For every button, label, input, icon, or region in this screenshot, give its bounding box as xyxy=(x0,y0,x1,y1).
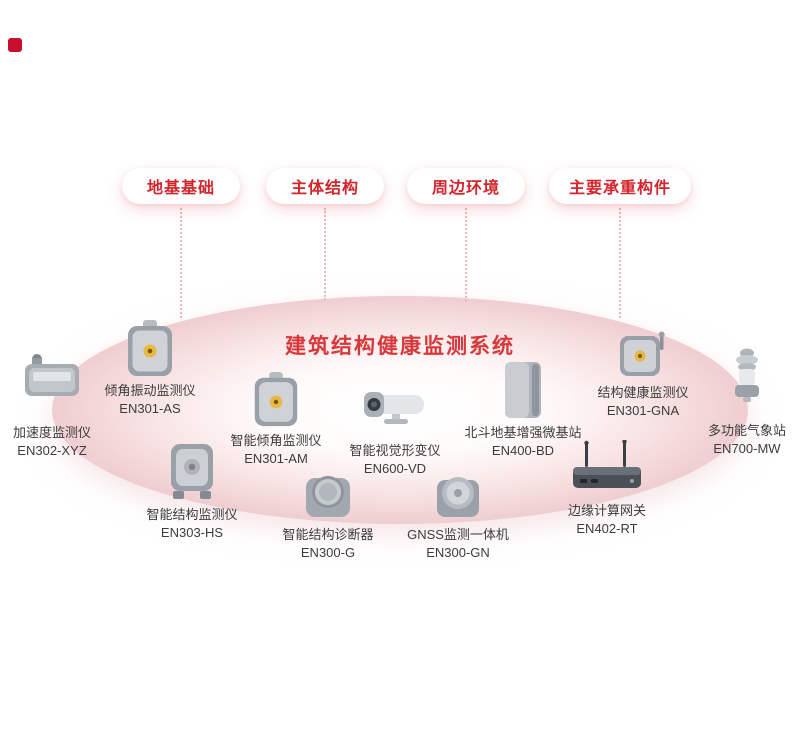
device-name: 倾角振动监测仪 xyxy=(104,383,196,398)
device-tilt-vibration-monitor: 倾角振动监测仪 EN301-AS xyxy=(94,320,206,418)
category-label: 主体结构 xyxy=(290,180,359,197)
device-model: EN301-AS xyxy=(119,401,181,416)
accelerometer-device-icon xyxy=(23,352,81,398)
tilt-vibration-device-icon xyxy=(126,320,174,378)
category-pill-load-bearing: 主要承重构件 xyxy=(549,168,691,204)
device-structural-health-monitor: 结构健康监测仪 EN301-GNA xyxy=(587,328,699,420)
device-name: 结构健康监测仪 xyxy=(597,385,689,400)
weather-station-device-icon xyxy=(724,346,770,404)
category-label: 周边环境 xyxy=(431,180,500,197)
diagram-title: 建筑结构健康监测系统 xyxy=(285,335,515,358)
device-name: 智能结构监测仪 xyxy=(146,507,238,522)
category-label: 地基基础 xyxy=(146,180,215,197)
device-edge-gateway: 边缘计算网关 EN402-RT xyxy=(551,440,663,538)
device-name: GNSS监测一体机 xyxy=(407,527,509,542)
connector-line-surroundings xyxy=(465,208,467,302)
structural-health-device-icon xyxy=(618,328,668,380)
device-accelerometer: 加速度监测仪 EN302-XYZ xyxy=(2,352,102,460)
device-name: 北斗地基增强微基站 xyxy=(464,425,582,440)
connector-line-foundation xyxy=(180,208,182,318)
device-smart-structure-monitor: 智能结构监测仪 EN303-HS xyxy=(136,442,248,542)
smart-structure-device-icon xyxy=(166,442,218,500)
device-model: EN400-BD xyxy=(491,443,555,458)
category-label: 主要承重构件 xyxy=(568,180,671,197)
camera-device-icon xyxy=(362,388,428,428)
device-model: EN402-RT xyxy=(576,521,638,536)
device-gnss-monitor: GNSS监测一体机 EN300-GN xyxy=(402,466,514,562)
device-structure-diagnostic: 智能结构诊断器 EN300-G xyxy=(272,466,384,562)
device-model: EN300-G xyxy=(300,545,356,560)
device-model: EN301-GNA xyxy=(606,403,680,418)
device-model: EN302-XYZ xyxy=(17,443,87,458)
gnss-device-icon xyxy=(433,466,483,520)
device-name: 智能倾角监测仪 xyxy=(230,433,322,448)
device-name: 智能视觉形变仪 xyxy=(349,443,441,458)
connector-line-load-bearing xyxy=(619,208,621,318)
edge-gateway-device-icon xyxy=(571,440,643,494)
category-pill-surroundings: 周边环境 xyxy=(407,168,525,204)
category-pill-foundation: 地基基础 xyxy=(122,168,240,204)
device-visual-deformation-camera: 智能视觉形变仪 EN600-VD xyxy=(339,388,451,478)
device-name: 智能结构诊断器 xyxy=(282,527,374,542)
structure-diagnostic-device-icon xyxy=(303,466,353,520)
device-smart-tilt-monitor: 智能倾角监测仪 EN301-AM xyxy=(220,372,332,468)
smart-tilt-device-icon xyxy=(252,372,300,428)
device-name: 加速度监测仪 xyxy=(12,425,91,440)
device-beidou-base-station: 北斗地基增强微基站 EN400-BD xyxy=(458,360,588,460)
connector-line-main-structure xyxy=(324,208,326,300)
device-model: EN303-HS xyxy=(160,525,224,540)
device-model: EN600-VD xyxy=(363,461,427,476)
device-weather-station: 多功能气象站 EN700-MW xyxy=(699,346,795,458)
device-name: 多功能气象站 xyxy=(707,423,786,438)
device-model: EN700-MW xyxy=(713,441,781,456)
category-pill-main-structure: 主体结构 xyxy=(266,168,384,204)
brand-logo-icon xyxy=(8,38,22,52)
device-model: EN301-AM xyxy=(244,451,308,466)
device-name: 边缘计算网关 xyxy=(567,503,646,518)
beidou-station-device-icon xyxy=(502,360,544,420)
device-model: EN300-GN xyxy=(426,545,490,560)
